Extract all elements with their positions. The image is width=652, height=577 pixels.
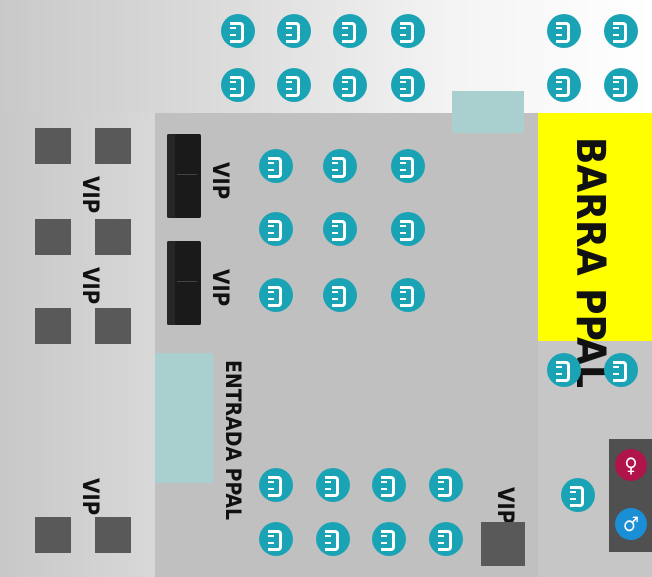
seat[interactable] (429, 468, 463, 502)
vip-table[interactable] (95, 308, 131, 344)
seat[interactable] (391, 149, 425, 183)
vip-table[interactable] (95, 219, 131, 255)
vip-label: VIP (77, 176, 102, 214)
entrance-label: ENTRADA PPAL (221, 360, 245, 521)
vip-label: VIP (492, 487, 517, 525)
seat[interactable] (429, 522, 463, 556)
vip-label: VIP (77, 267, 102, 305)
seat[interactable] (391, 278, 425, 312)
seat[interactable] (221, 68, 255, 102)
service-door (452, 91, 524, 133)
seat[interactable] (259, 212, 293, 246)
seat[interactable] (259, 278, 293, 312)
vip-table[interactable] (95, 517, 131, 553)
seat[interactable] (277, 14, 311, 48)
main-bar-label: BARRA PPAL (567, 137, 613, 388)
vip-sofa[interactable] (167, 134, 201, 218)
seat[interactable] (221, 14, 255, 48)
seat[interactable] (372, 522, 406, 556)
main-entrance (155, 353, 213, 483)
seat[interactable] (323, 149, 357, 183)
seat[interactable] (259, 468, 293, 502)
vip-table[interactable] (481, 522, 525, 566)
seat[interactable] (372, 468, 406, 502)
vip-label: VIP (77, 478, 102, 516)
vip-table[interactable] (95, 128, 131, 164)
seat[interactable] (323, 278, 357, 312)
seat[interactable] (547, 68, 581, 102)
vip-table[interactable] (35, 517, 71, 553)
vip-sofa[interactable] (167, 241, 201, 325)
seat[interactable] (391, 68, 425, 102)
seat[interactable] (604, 68, 638, 102)
seat[interactable] (561, 478, 595, 512)
vip-table[interactable] (35, 219, 71, 255)
female-restroom-icon[interactable]: ♀ (615, 449, 647, 481)
seat[interactable] (333, 68, 367, 102)
seat[interactable] (333, 14, 367, 48)
vip-table[interactable] (35, 128, 71, 164)
seat[interactable] (316, 522, 350, 556)
male-restroom-icon[interactable]: ♂ (615, 508, 647, 540)
seat[interactable] (391, 212, 425, 246)
seat[interactable] (316, 468, 350, 502)
seat[interactable] (547, 353, 581, 387)
seat[interactable] (547, 14, 581, 48)
seat[interactable] (323, 212, 357, 246)
vip-label: VIP (207, 162, 232, 200)
vip-table[interactable] (35, 308, 71, 344)
seat[interactable] (604, 353, 638, 387)
main-bar[interactable] (538, 113, 652, 341)
left-vip-area (0, 113, 155, 577)
seat[interactable] (277, 68, 311, 102)
seat[interactable] (604, 14, 638, 48)
restroom-panel: ♀ ♂ (609, 439, 652, 552)
seat[interactable] (391, 14, 425, 48)
vip-label: VIP (207, 269, 232, 307)
seat[interactable] (259, 149, 293, 183)
seat[interactable] (259, 522, 293, 556)
